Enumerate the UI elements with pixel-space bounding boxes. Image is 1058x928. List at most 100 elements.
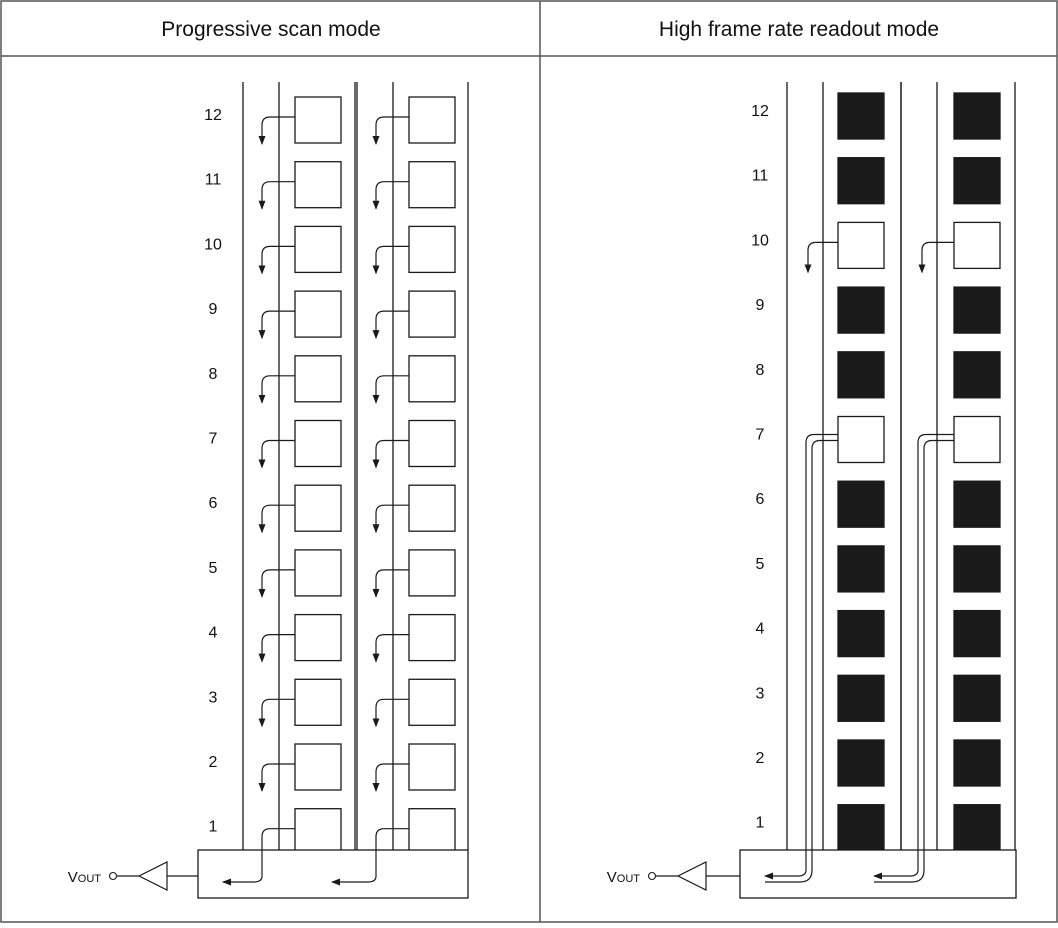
charge-transfer-arrow (258, 504, 295, 534)
pixel-cell-readout (837, 221, 885, 270)
register-shift-arrow (331, 828, 409, 886)
row-number-label: 5 (756, 556, 765, 573)
charge-transfer-arrow (258, 634, 295, 663)
pixel-cell-masked (953, 157, 1001, 205)
vout-label: VOUT (607, 869, 641, 886)
pixel-cell (294, 613, 342, 662)
pixel-cell-masked (953, 674, 1001, 722)
pixel-cell-readout (953, 221, 1001, 270)
pixel-cell-masked (953, 739, 1001, 787)
vout-label-sub: OUT (617, 873, 641, 885)
pixel-cell-masked (837, 92, 885, 140)
register-shift-arrow (873, 433, 954, 880)
output-terminal-icon (647, 871, 657, 881)
charge-transfer-arrow (372, 698, 409, 728)
row-number-label: 9 (209, 301, 218, 318)
charge-transfer-arrow (918, 241, 954, 274)
row-number-label: 7 (756, 427, 765, 444)
pixel-cell (294, 225, 342, 274)
pixel-cell-masked (837, 545, 885, 593)
pixel-cell (408, 484, 456, 532)
charge-transfer-arrow (258, 569, 295, 598)
charge-transfer-arrow (804, 241, 838, 274)
row-number-label: 3 (756, 685, 765, 702)
charge-transfer-arrow (258, 310, 295, 340)
row-number-label: 5 (209, 560, 218, 577)
pixel-cell (294, 484, 342, 532)
charge-transfer-line (765, 439, 838, 883)
pixel-cell (408, 96, 456, 144)
pixel-cell-masked (953, 480, 1001, 528)
pixel-cell (408, 290, 456, 338)
charge-transfer-arrow (372, 634, 409, 663)
charge-transfer-arrow (372, 375, 409, 404)
vout-label-main: V (607, 869, 617, 886)
pixel-cell (408, 355, 456, 403)
vout-label-main: V (68, 869, 78, 886)
pixel-cell (294, 290, 342, 338)
pixel-cell-masked (837, 739, 885, 787)
amplifier-icon (137, 861, 168, 891)
pixel-cell (408, 613, 456, 662)
pixel-cell (408, 225, 456, 274)
pixel-cell (294, 419, 342, 468)
pixel-cell (294, 355, 342, 403)
pixel-cell (294, 549, 342, 597)
register-shift-arrow (764, 433, 838, 880)
pixel-cell-masked (837, 286, 885, 334)
charge-transfer-arrow (372, 181, 409, 210)
vout-label-sub: OUT (78, 873, 102, 885)
charge-transfer-arrow (258, 439, 295, 469)
row-number-label: 2 (756, 750, 765, 767)
row-number-label: 4 (209, 625, 218, 642)
charge-transfer-arrow (258, 245, 295, 275)
charge-transfer-arrow (258, 181, 295, 210)
pixel-cell-readout (953, 415, 1001, 464)
pixel-cell-masked (837, 609, 885, 658)
row-number-label: 11 (205, 172, 222, 189)
pixel-cell (294, 808, 342, 856)
row-number-label: 9 (756, 297, 765, 314)
pixel-cell-masked (953, 804, 1001, 852)
row-number-label: 8 (756, 362, 765, 379)
pixel-cell (294, 678, 342, 726)
charge-transfer-arrow (372, 569, 409, 598)
charge-transfer-arrow (372, 245, 409, 275)
row-number-label: 3 (209, 689, 218, 706)
charge-transfer-arrow (372, 439, 409, 469)
pixel-cell (408, 161, 456, 209)
pixel-cell-masked (953, 545, 1001, 593)
output-terminal-icon (108, 871, 118, 881)
charge-transfer-arrow (258, 375, 295, 404)
pixel-cell (408, 419, 456, 468)
charge-transfer-arrow (258, 698, 295, 728)
row-number-label: 2 (209, 754, 218, 771)
charge-transfer-line (874, 439, 954, 883)
pixel-cell (408, 678, 456, 726)
vout-label: VOUT (68, 869, 102, 886)
pixel-cell (294, 161, 342, 209)
row-number-label: 1 (209, 819, 218, 836)
charge-transfer-arrow (372, 310, 409, 340)
row-number-label: 4 (756, 621, 765, 638)
row-number-label: 12 (204, 107, 222, 124)
pixel-cell (294, 743, 342, 791)
horizontal-register (197, 849, 469, 899)
charge-transfer-arrow (258, 763, 295, 792)
pixel-cell (408, 549, 456, 597)
register-shift-arrow (222, 828, 295, 886)
amplifier-icon (676, 861, 707, 891)
charge-transfer-arrow (372, 504, 409, 534)
panel-right-title: High frame rate readout mode (659, 18, 939, 41)
charge-transfer-arrow (372, 763, 409, 792)
pixel-cell-masked (953, 92, 1001, 140)
row-number-label: 12 (751, 103, 769, 120)
pixel-cell (408, 743, 456, 791)
pixel-cell-masked (953, 609, 1001, 658)
row-number-label: 11 (752, 168, 769, 185)
pixel-cell-masked (953, 351, 1001, 399)
pixel-cell-masked (837, 480, 885, 528)
pixel-cell-readout (837, 415, 885, 464)
